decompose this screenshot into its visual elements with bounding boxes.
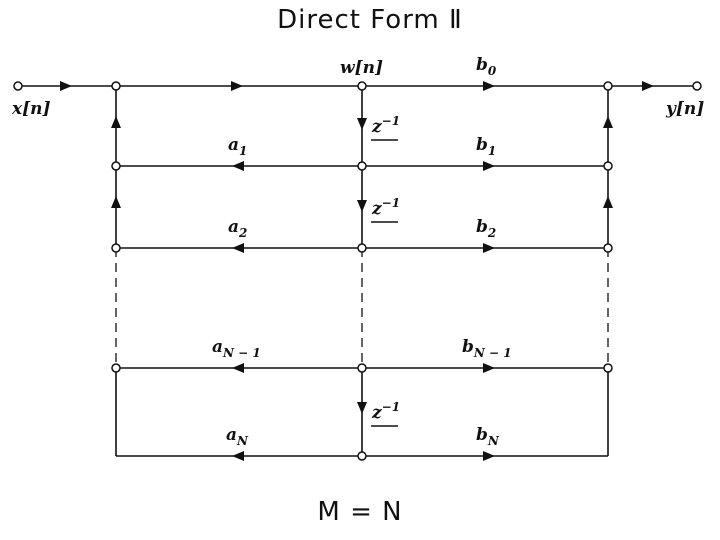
output-label: y[n] (665, 99, 704, 119)
arrow-output (642, 81, 654, 91)
arrow-delay-2 (357, 200, 367, 212)
arrow-b0 (483, 81, 495, 91)
arrow-a2 (232, 243, 244, 253)
arrow-input (60, 81, 72, 91)
node-left-0 (111, 81, 121, 91)
arrow-right-up-2 (603, 196, 613, 208)
state-label: w[n] (340, 58, 383, 78)
arrow-delay-3 (357, 402, 367, 414)
arrow-aN (232, 451, 244, 461)
node-center-0 (357, 81, 367, 91)
delay-label-3: z−1 (371, 400, 400, 423)
arrow-left-up-2 (111, 196, 121, 208)
node-left-2 (111, 243, 121, 253)
node-left-1 (111, 161, 121, 171)
node-center-n (357, 451, 367, 461)
arrow-delay-1 (357, 118, 367, 130)
node-right-2 (603, 243, 613, 253)
coef-b0: b0 (476, 55, 497, 78)
arrow-b1 (483, 161, 495, 171)
node-output (692, 81, 702, 91)
coef-aN-1: aN − 1 (212, 337, 261, 360)
coef-b2: b2 (476, 217, 496, 240)
node-right-1 (603, 161, 613, 171)
node-center-1 (357, 161, 367, 171)
arrow-b2 (483, 243, 495, 253)
input-label: x[n] (11, 99, 51, 119)
condition-label: M = N (317, 497, 402, 527)
coef-bN: bN (476, 425, 500, 448)
arrow-bN (483, 451, 495, 461)
coef-bN-1: bN − 1 (462, 337, 512, 360)
arrow-a1 (232, 161, 244, 171)
node-input (13, 81, 23, 91)
delay-label-1: z−1 (371, 114, 400, 137)
signal-nodes (13, 81, 702, 461)
coef-b1: b1 (476, 135, 496, 158)
coef-aN: aN (226, 425, 249, 448)
node-right-0 (603, 81, 613, 91)
arrow-bN-1 (483, 363, 495, 373)
coef-a1: a1 (228, 135, 247, 158)
coef-a2: a2 (228, 217, 247, 240)
arrow-top-left (231, 81, 243, 91)
node-center-2 (357, 243, 367, 253)
delay-label-2: z−1 (371, 196, 400, 219)
node-left-n-1 (111, 363, 121, 373)
node-right-n-1 (603, 363, 613, 373)
arrow-left-up-1 (111, 116, 121, 128)
node-center-n-1 (357, 363, 367, 373)
arrow-right-up-1 (603, 116, 613, 128)
diagram-title: Direct Form Ⅱ (277, 5, 463, 35)
arrow-aN-1 (232, 363, 244, 373)
